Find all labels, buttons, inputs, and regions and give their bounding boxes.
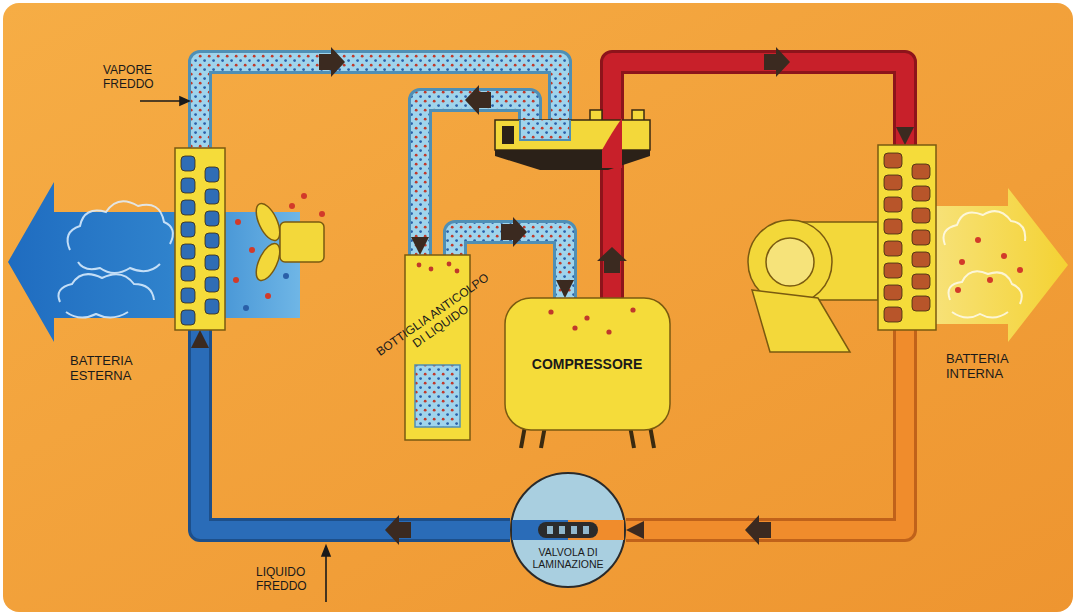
compressor-shell: [505, 298, 670, 430]
coil-tube: [912, 252, 930, 267]
outdoor-coil: BATTERIA ESTERNA: [175, 148, 225, 330]
coil-tube: [181, 178, 195, 193]
coil-tube: [884, 197, 902, 212]
coil-art: [175, 148, 225, 330]
vapor-dot: [455, 269, 460, 274]
coil-tube: [912, 208, 930, 223]
air-particles: [233, 193, 325, 311]
leader-arrows: [140, 97, 330, 602]
flow-arrow: [597, 247, 627, 273]
fan: [251, 200, 324, 284]
valve-slot: [571, 526, 577, 534]
cloud: [59, 201, 173, 317]
coil-tube: [181, 244, 195, 259]
coil-tube: [205, 255, 219, 270]
coil-tube: [884, 153, 902, 168]
coil-tube: [884, 241, 902, 256]
coil-tube: [181, 310, 195, 325]
flow-arrow: [501, 217, 527, 247]
flow-label: LIQUIDO FREDDO: [256, 566, 307, 594]
flow-label: VAPORE FREDDO: [103, 64, 154, 92]
coil-tube: [205, 299, 219, 314]
coil-tube: [205, 277, 219, 292]
indoor-coil: BATTERIA INTERNA: [878, 145, 936, 330]
flow-arrow: [465, 85, 491, 115]
coil-tube: [884, 219, 902, 234]
warm-air-arrow: [930, 188, 1068, 342]
coil-frame: [878, 145, 936, 330]
coil-tube: [912, 230, 930, 245]
expansion-valve-art: [510, 472, 626, 588]
air-particles: [955, 237, 1023, 293]
valve-slot: [583, 526, 589, 534]
coil-tube: [181, 222, 195, 237]
liquid-level: [415, 365, 460, 427]
node-text: VALVOLA DI LAMINAZIONE: [526, 546, 610, 570]
coil-tube: [181, 266, 195, 281]
valve-slot: [547, 526, 553, 534]
blower: [748, 220, 878, 352]
flow-arrow: [319, 47, 345, 77]
vapor-dot: [584, 315, 589, 320]
valve-lens: [511, 473, 625, 587]
coil-tube: [205, 233, 219, 248]
compressor-art: [505, 298, 670, 448]
node-text: BATTERIA ESTERNA: [70, 354, 132, 384]
coil-tube: [181, 200, 195, 215]
vapor-dot: [548, 309, 553, 314]
coil-tube: [181, 156, 195, 171]
panel: [3, 3, 1073, 612]
vapor-dot: [429, 267, 434, 272]
compressor: COMPRESSORE: [505, 298, 670, 448]
coil-tube: [912, 186, 930, 201]
vapor-dot: [630, 307, 635, 312]
accumulator: BOTTIGLIA ANTICOLPO DI LIQUIDO: [405, 255, 470, 440]
valve-slot: [559, 526, 565, 534]
node-text: BATTERIA INTERNA: [946, 352, 1008, 382]
coil-tube: [884, 307, 902, 322]
coil-tube: [884, 263, 902, 278]
flow-arrow: [385, 515, 411, 545]
flow-arrow: [764, 47, 790, 77]
vapor-dot: [447, 262, 452, 267]
refrigerant-pipe: [612, 62, 905, 298]
flow-arrows: [319, 47, 790, 545]
vapor-dot: [572, 325, 577, 330]
coil-tube: [205, 189, 219, 204]
coil-tube: [205, 211, 219, 226]
coil-tube: [205, 167, 219, 182]
coil-tube: [912, 296, 930, 311]
expansion-valve: VALVOLA DI LAMINAZIONE: [510, 472, 626, 588]
node-text: COMPRESSORE: [532, 356, 642, 372]
flow-arrow: [745, 515, 771, 545]
cold-air-arrow: [8, 182, 300, 342]
coil-tube: [912, 164, 930, 179]
vapor-dot: [606, 329, 611, 334]
four-way-valve: [495, 110, 650, 170]
pipe-wall: [612, 62, 905, 298]
coil-tube: [181, 288, 195, 303]
coil-tube: [912, 274, 930, 289]
coil-tube: [884, 175, 902, 190]
coil-frame: [175, 148, 225, 330]
coil-tube: [884, 285, 902, 300]
cloud: [944, 211, 1026, 317]
valve-orifice: [538, 522, 598, 538]
pipe-core: [612, 62, 905, 298]
vapor-dot: [417, 263, 422, 268]
coil-art: [878, 145, 936, 330]
